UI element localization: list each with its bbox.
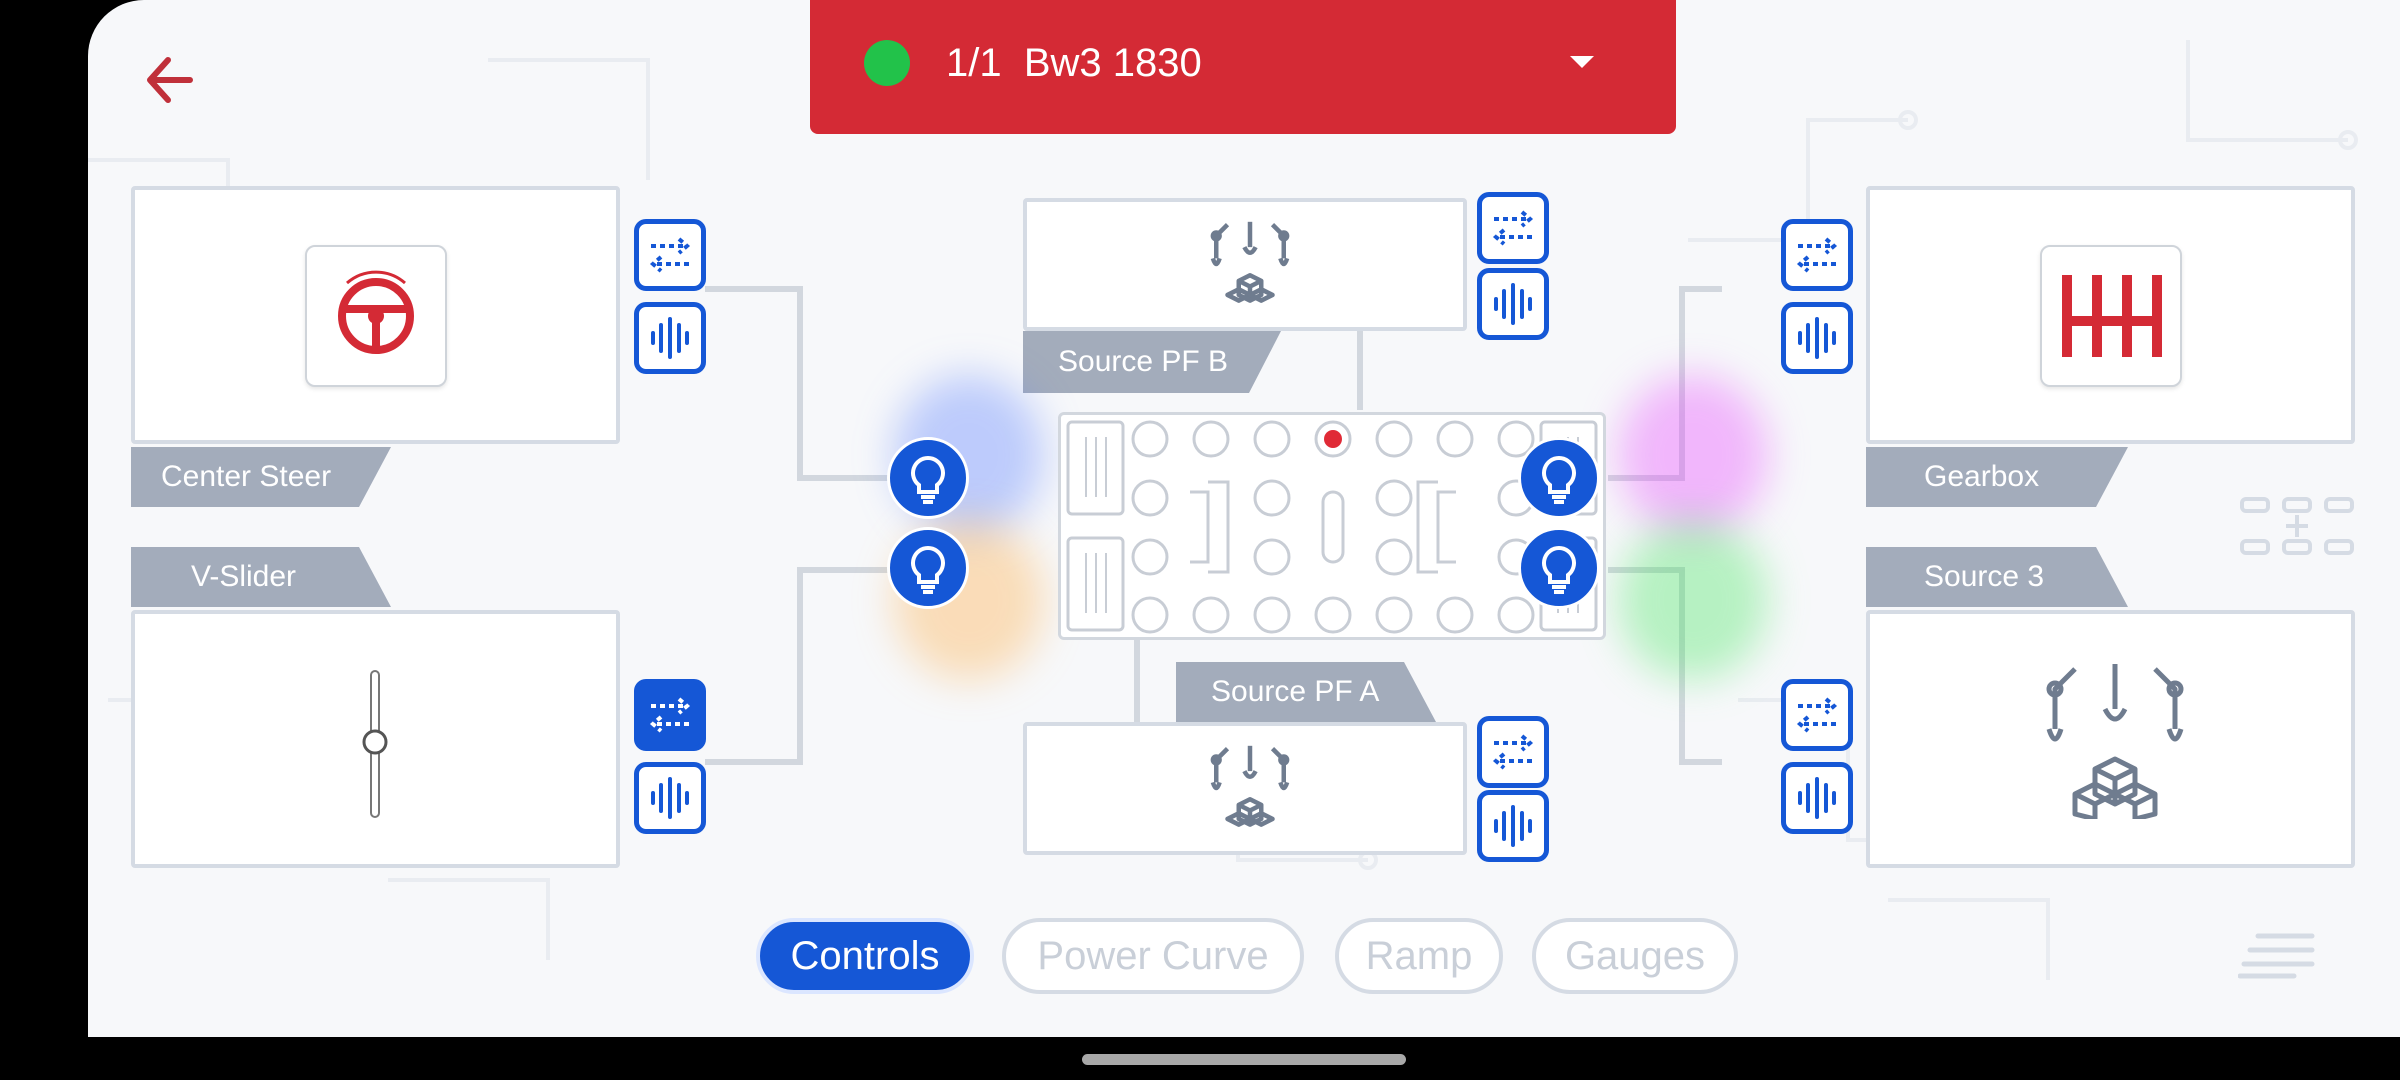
waveform-icon bbox=[1798, 317, 1836, 359]
light-button-right-top[interactable] bbox=[1518, 437, 1600, 519]
light-button-right-bottom[interactable] bbox=[1518, 527, 1600, 609]
gear-shifter-icon bbox=[2062, 275, 2162, 357]
light-button-left-bottom[interactable] bbox=[887, 527, 969, 609]
connection-status-dot bbox=[864, 40, 910, 86]
reverse-button-center-steer[interactable] bbox=[634, 219, 706, 291]
source-3-card[interactable] bbox=[1866, 610, 2355, 868]
lightbulb-icon bbox=[1542, 545, 1576, 594]
center-steer-label: Center Steer bbox=[131, 447, 391, 507]
source-pf-b-card[interactable] bbox=[1023, 198, 1467, 331]
tab-gauges[interactable]: Gauges bbox=[1532, 918, 1738, 994]
swap-arrows-icon bbox=[1796, 237, 1838, 273]
back-arrow-icon[interactable] bbox=[138, 45, 208, 115]
tab-controls[interactable]: Controls bbox=[756, 918, 974, 994]
device-index: 1/1 bbox=[946, 41, 1002, 85]
hub-glow-green bbox=[1618, 520, 1768, 680]
tab-ramp[interactable]: Ramp bbox=[1335, 918, 1503, 994]
swap-arrows-icon bbox=[649, 237, 691, 273]
v-slider-card[interactable] bbox=[131, 610, 620, 868]
signal-button-source-pf-a[interactable] bbox=[1477, 790, 1549, 862]
gearbox-label: Gearbox bbox=[1866, 447, 2128, 507]
home-indicator[interactable] bbox=[1082, 1054, 1406, 1065]
light-button-left-top[interactable] bbox=[887, 437, 969, 519]
hub-device bbox=[1058, 412, 1606, 640]
vertical-slider-icon bbox=[362, 670, 388, 818]
reverse-button-source-3[interactable] bbox=[1781, 679, 1853, 751]
lightbulb-icon bbox=[911, 455, 945, 504]
swap-arrows-icon bbox=[1796, 697, 1838, 733]
signal-button-source-pf-b[interactable] bbox=[1477, 268, 1549, 340]
add-control-layout-icon[interactable] bbox=[2238, 495, 2358, 559]
swap-arrows-icon bbox=[1492, 734, 1534, 770]
reverse-button-gearbox[interactable] bbox=[1781, 219, 1853, 291]
reverse-button-v-slider[interactable] bbox=[634, 679, 706, 751]
steering-wheel-icon bbox=[338, 270, 414, 354]
reverse-button-source-pf-a[interactable] bbox=[1477, 716, 1549, 788]
signal-button-v-slider[interactable] bbox=[634, 762, 706, 834]
device-name: Bw3 1830 bbox=[1023, 41, 1202, 85]
signal-button-center-steer[interactable] bbox=[634, 302, 706, 374]
robot-arms-cubes-icon bbox=[2046, 664, 2184, 819]
signal-button-source-3[interactable] bbox=[1781, 762, 1853, 834]
tab-power-curve[interactable]: Power Curve bbox=[1002, 918, 1304, 994]
robot-arms-cubes-icon bbox=[1210, 745, 1290, 827]
source-pf-b-label: Source PF B bbox=[1023, 331, 1281, 393]
reverse-button-source-pf-b[interactable] bbox=[1477, 192, 1549, 264]
connector-lines bbox=[705, 286, 1722, 765]
menu-icon[interactable] bbox=[2238, 930, 2316, 980]
waveform-icon bbox=[1494, 805, 1532, 847]
hub-glow-magenta bbox=[1618, 375, 1768, 535]
device-title: 1/1 Bw3 1830 bbox=[946, 40, 1202, 86]
swap-arrows-icon bbox=[1492, 210, 1534, 246]
source-pf-a-label: Source PF A bbox=[1176, 662, 1436, 722]
source-pf-a-card[interactable] bbox=[1023, 722, 1467, 855]
center-steer-icon-tile bbox=[305, 245, 447, 387]
lightbulb-icon bbox=[911, 545, 945, 594]
signal-button-gearbox[interactable] bbox=[1781, 302, 1853, 374]
lightbulb-icon bbox=[1542, 455, 1576, 504]
gearbox-icon-tile bbox=[2040, 245, 2182, 387]
gearbox-card[interactable] bbox=[1866, 186, 2355, 444]
waveform-icon bbox=[651, 777, 689, 819]
chevron-down-icon[interactable] bbox=[1570, 56, 1594, 68]
device-selector[interactable]: 1/1 Bw3 1830 bbox=[810, 0, 1676, 134]
swap-arrows-icon bbox=[649, 697, 691, 733]
waveform-icon bbox=[1798, 777, 1836, 819]
waveform-icon bbox=[651, 317, 689, 359]
source-3-label: Source 3 bbox=[1866, 547, 2128, 607]
v-slider-label: V-Slider bbox=[131, 547, 391, 607]
robot-arms-cubes-icon bbox=[1210, 221, 1290, 303]
app-screen: Center Steer V-Slider Gearbox Source 3 bbox=[88, 0, 2400, 1037]
center-steer-card[interactable] bbox=[131, 186, 620, 444]
waveform-icon bbox=[1494, 283, 1532, 325]
